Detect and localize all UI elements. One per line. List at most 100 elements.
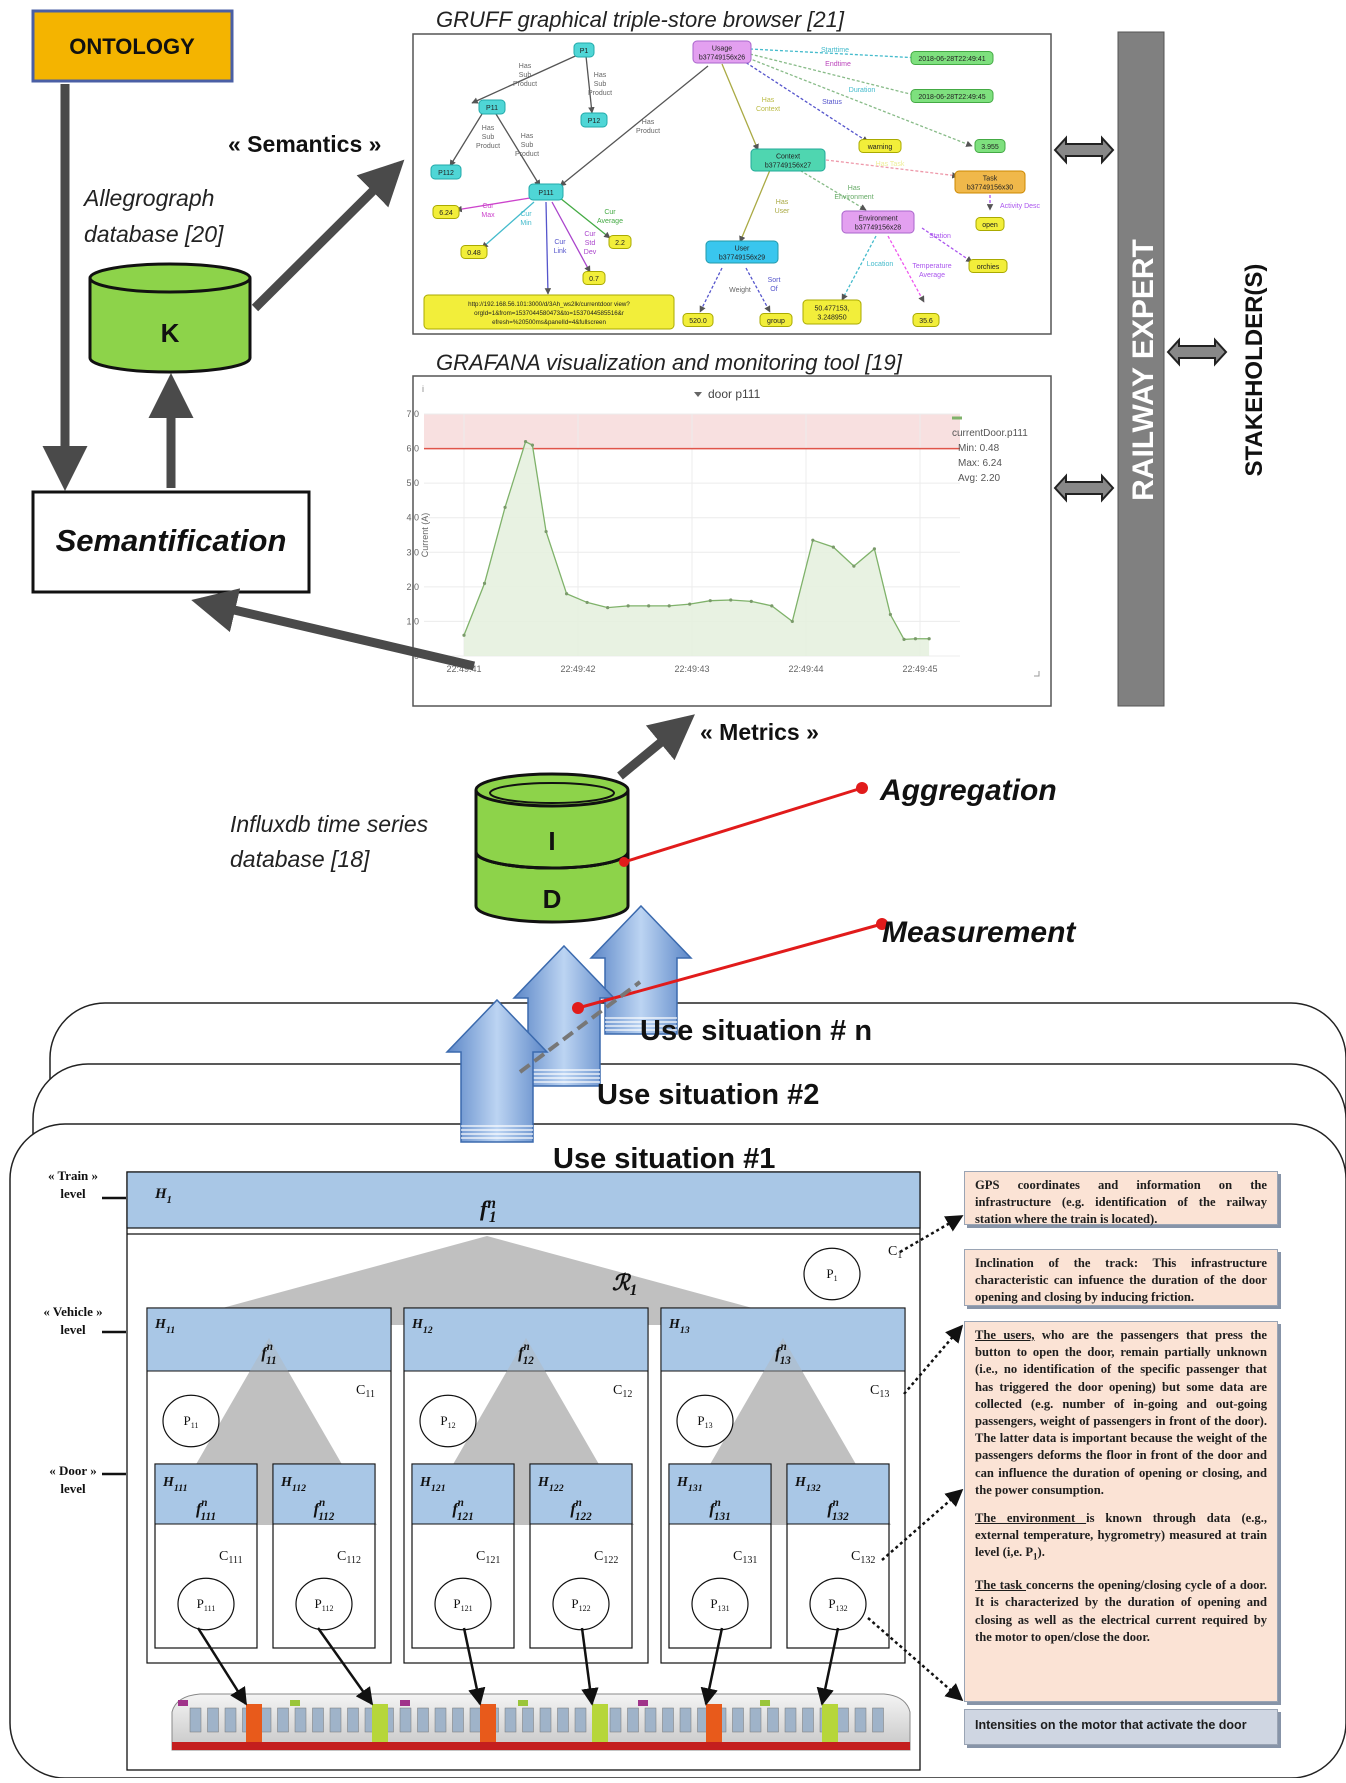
- node-endtime[interactable]: 2018-06-28T22:49:45: [910, 89, 994, 103]
- edge-label-has-user-text: Has: [776, 199, 789, 206]
- c122-label: C122: [594, 1549, 618, 1566]
- users-text: who are the passengers that press the bu…: [975, 1328, 1268, 1497]
- node-p111[interactable]: P111: [528, 183, 564, 201]
- node-status[interactable]: warning: [858, 139, 902, 153]
- grafana-chart: 01.02.03.04.05.06.07.022:49:4122:49:4222…: [406, 409, 960, 674]
- train-marker: [518, 1700, 528, 1706]
- x-tick-label: 22:49:41: [446, 664, 481, 674]
- note-connector: [867, 1617, 964, 1702]
- edge-label-p11-p112-text: Has: [482, 125, 495, 132]
- data-point: [523, 440, 528, 444]
- h11-symbol: H11: [154, 1317, 175, 1336]
- use-situation-2-label: Use situation #2: [597, 1079, 819, 1111]
- train-window: [767, 1707, 779, 1733]
- node-link[interactable]: http://192.168.56.101:3000/d/3Ah_ws2lk/c…: [423, 294, 675, 330]
- aggregation-label: Aggregation: [879, 774, 1057, 807]
- node-p12[interactable]: P12: [580, 112, 608, 128]
- y-axis-label: Current (A): [420, 513, 430, 558]
- edge-label-p1-p12-text: Sub: [594, 81, 607, 88]
- node-activity[interactable]: open: [975, 217, 1005, 231]
- data-point: [770, 604, 774, 608]
- note-context-details: The users, who are the passengers that p…: [964, 1321, 1278, 1702]
- stakeholders-label: STAKEHOLDER(S): [1241, 264, 1268, 477]
- edge-label-cur-std-text: Dev: [584, 249, 597, 256]
- resize-handle-icon[interactable]: [1034, 671, 1040, 677]
- h122-symbol: H122: [537, 1475, 564, 1494]
- edge-has-environment: [795, 167, 867, 211]
- train-door: [706, 1704, 722, 1742]
- node-cur-max-text: 6.24: [439, 210, 453, 217]
- edge-label-has-context-text: Has: [762, 97, 775, 104]
- node-duration[interactable]: 3.955: [974, 139, 1006, 153]
- node-temperature[interactable]: 35.6: [912, 313, 940, 327]
- node-activity-text: open: [982, 222, 998, 229]
- data-point: [913, 637, 918, 641]
- edge-label-endtime-text: Endtime: [825, 61, 851, 68]
- edge-label-cur-max-text: Max: [481, 212, 495, 219]
- edge-label-has-environment-text: Environment: [834, 194, 873, 201]
- edge-cur-min: [481, 201, 535, 249]
- data-point: [729, 598, 733, 602]
- edge-label-p11-p112-text: Sub: [482, 134, 495, 141]
- node-cur-max[interactable]: 6.24: [432, 205, 460, 219]
- edge-label-cur-link-text: Cur: [554, 239, 566, 246]
- c112-label: C112: [337, 1549, 361, 1566]
- edge-status: [741, 59, 869, 143]
- node-sort-of[interactable]: group: [759, 313, 793, 327]
- train-marker: [290, 1700, 300, 1706]
- node-station[interactable]: orchies: [968, 259, 1008, 273]
- p122-circle: P122: [552, 1577, 610, 1631]
- c11-label: C11: [356, 1383, 375, 1400]
- node-location[interactable]: 50.477153,3.248950: [802, 299, 862, 325]
- y-tick-label: 2.0: [406, 582, 419, 592]
- series-line: [463, 440, 930, 641]
- node-p1[interactable]: P1: [573, 42, 595, 58]
- node-cur-std[interactable]: 0.7: [582, 271, 606, 285]
- svg-text:P132: P132: [828, 1596, 847, 1613]
- h112-band: [272, 1463, 376, 1525]
- data-point: [708, 599, 712, 603]
- train-window: [784, 1707, 797, 1733]
- edge-duration: [747, 57, 973, 147]
- node-starttime[interactable]: 2018-06-28T22:49:41: [910, 51, 994, 65]
- edge-label-has-task-text: Has Task: [876, 161, 905, 168]
- metrics-label: « Metrics »: [700, 719, 819, 745]
- allegrograph-db: K: [88, 262, 252, 374]
- node-p11[interactable]: P11: [478, 99, 506, 115]
- ontology-box: ONTOLOGY: [31, 9, 234, 83]
- node-p112[interactable]: P112: [430, 164, 462, 180]
- train-door: [246, 1704, 262, 1742]
- train-marker: [178, 1700, 188, 1706]
- node-environment-text: b37749156x28: [855, 225, 901, 232]
- edge-label-status-text: Status: [822, 99, 842, 106]
- h131-band: [668, 1463, 772, 1525]
- node-cur-average[interactable]: 2.2: [608, 235, 632, 249]
- edge-label-p1-p11-text: Product: [513, 81, 537, 88]
- influx-to-grafana-arrow: [617, 714, 695, 780]
- node-weight[interactable]: 520.0: [682, 313, 714, 327]
- node-link-text: http://192.168.56.101:3000/d/3Ah_ws2lk/c…: [468, 301, 630, 308]
- node-cur-min[interactable]: 0.48: [460, 245, 488, 259]
- train-marker: [638, 1700, 648, 1706]
- panel-menu-icon[interactable]: i: [422, 384, 424, 394]
- p-to-door-arrow: [580, 1627, 599, 1706]
- svg-text:P13: P13: [697, 1413, 712, 1430]
- node-task-text: b37749156x30: [967, 185, 1013, 192]
- train-window: [347, 1707, 359, 1733]
- train-window: [329, 1707, 342, 1733]
- k-to-gruff-arrow: [251, 159, 405, 312]
- edge-label-cur-average-text: Average: [597, 218, 623, 225]
- idb-i-label: I: [548, 826, 555, 856]
- note-environment: The environment is known through data (e…: [975, 1510, 1267, 1566]
- aggregation-pointer: [619, 782, 868, 867]
- y-tick-label: 4.0: [406, 513, 419, 523]
